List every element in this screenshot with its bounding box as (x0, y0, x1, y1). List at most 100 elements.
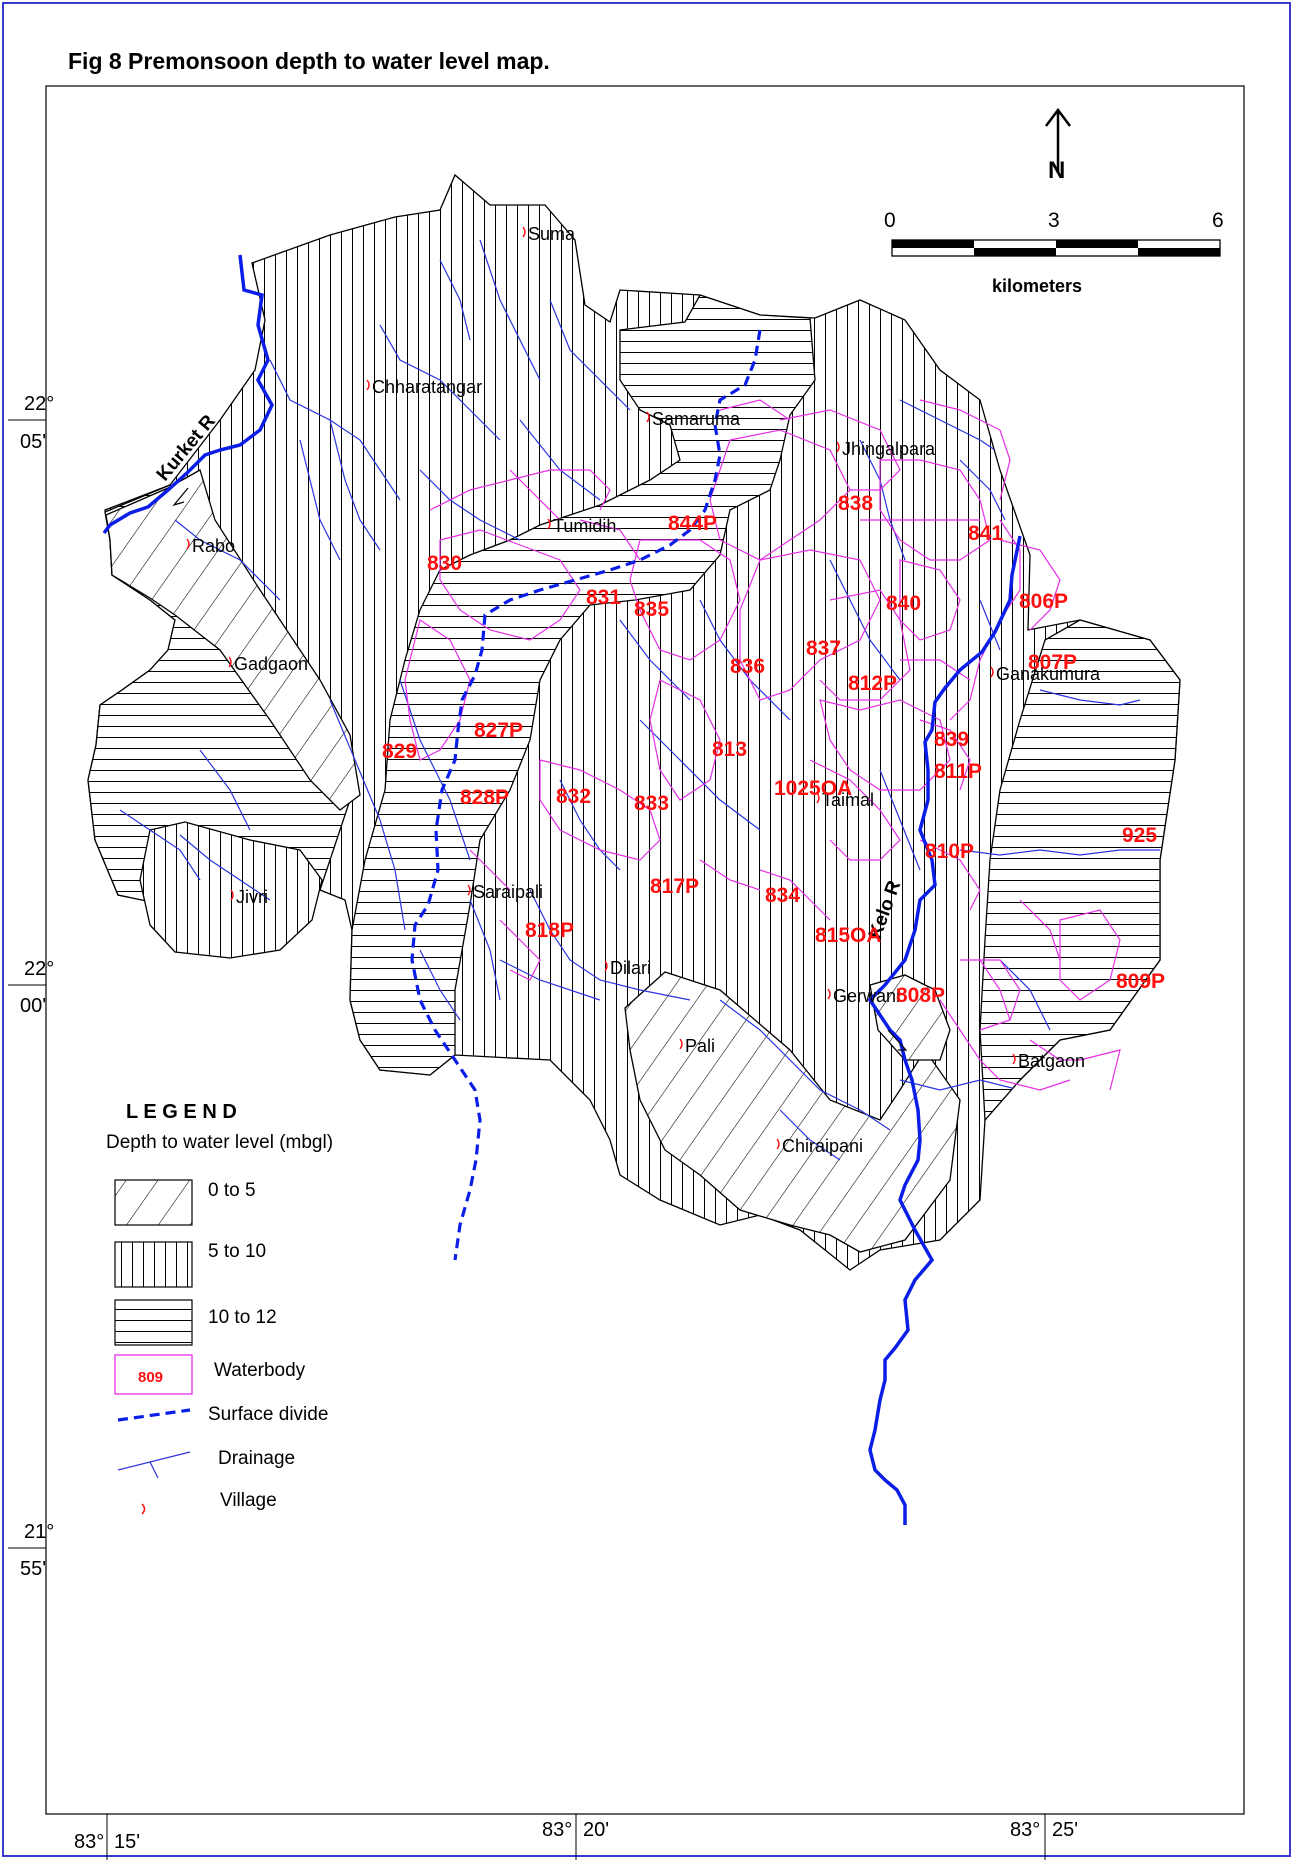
legend: L E G E N D Depth to water level (mbgl) … (106, 1101, 333, 1515)
flow-arrow (887, 1029, 908, 1051)
waterbody-label: 806P (1019, 590, 1068, 613)
north-arrow: N (1045, 107, 1071, 184)
legend-label-drainage: Drainage (218, 1448, 295, 1469)
waterbody-label: 807P (1028, 651, 1077, 674)
village-label: Gerwani (833, 986, 900, 1006)
legend-label-0-to-5: 0 to 5 (208, 1180, 256, 1201)
lat-22-05-min: 05' (20, 431, 46, 453)
legend-label-village: Village (220, 1490, 277, 1511)
waterbody-label: 811P (934, 760, 982, 783)
waterbody-label: 809P (1116, 970, 1165, 993)
village-label: Chharatangar (372, 377, 482, 397)
legend-waterbody-sample: 809 (138, 1369, 163, 1386)
waterbody-label: 832 (556, 785, 591, 808)
village-marker-icon (836, 441, 840, 453)
village-markers (186, 226, 1016, 1150)
village-label: Ganakumura (996, 664, 1101, 684)
zone-0-to-5-gerwani (869, 974, 951, 1061)
village-marker-icon (816, 792, 820, 804)
kurket-river (102, 254, 274, 535)
lon-83-20-deg: 83° (542, 1819, 572, 1841)
waterbody-label: 817P (650, 875, 699, 898)
legend-label-10-to-12: 10 to 12 (208, 1307, 277, 1328)
waterbody-label: 837 (806, 637, 841, 660)
lon-83-15-deg: 83° (74, 1831, 104, 1853)
lat-22-00-deg: 22° (24, 958, 54, 980)
waterbody-label: 818P (525, 919, 574, 942)
surface-divide (410, 329, 762, 1261)
waterbody-label: 838 (838, 492, 873, 515)
drainage-network (119, 239, 1160, 1161)
village-label: Suma (528, 224, 576, 244)
waterbody-label: 830 (427, 552, 462, 575)
waterbody-label: 836 (730, 655, 765, 678)
legend-label-surface-divide: Surface divide (208, 1404, 328, 1425)
waterbody-label: 839 (934, 728, 969, 751)
lat-21-55-min: 55' (20, 1558, 46, 1580)
zone-10-to-12-east (979, 619, 1181, 1122)
waterbody-labels: 838 841 844P 830 831 835 840 806P 837 83… (382, 492, 1165, 1007)
village-marker-icon (522, 226, 526, 238)
scale-bar: 0 3 6 kilometers (884, 209, 1224, 296)
waterbody-label: 833 (634, 792, 669, 815)
longitude-ticks (106, 1814, 1046, 1860)
zone-10-to-12-central (349, 294, 816, 1076)
village-marker-icon (547, 518, 551, 530)
waterbody-label: 810P (925, 840, 974, 863)
legend-title: L E G E N D (126, 1101, 237, 1123)
legend-swatch-surface-divide (117, 1408, 191, 1422)
basin-zones (87, 173, 1181, 1271)
north-arrow-label: N (1048, 157, 1065, 184)
village-marker-icon (827, 988, 831, 1000)
legend-label-5-to-10: 5 to 10 (208, 1241, 266, 1262)
scale-tick-3: 3 (1048, 209, 1060, 232)
village-label: Saraipali (473, 882, 543, 902)
waterbody-outlines (404, 399, 1121, 1091)
village-marker-icon (467, 884, 471, 896)
waterbody-label: 813 (712, 738, 747, 761)
legend-swatch-10-to-12 (114, 1299, 193, 1346)
legend-swatch-drainage (117, 1451, 191, 1479)
scale-unit: kilometers (992, 276, 1082, 296)
village-label: Pali (685, 1036, 715, 1056)
waterbody-label: 835 (634, 598, 669, 621)
lat-21-55-deg: 21° (24, 1521, 54, 1543)
lat-22-00-min: 00' (20, 995, 46, 1017)
village-marker-icon (228, 656, 232, 668)
legend-swatch-waterbody (114, 1354, 193, 1395)
village-marker-icon (230, 889, 234, 901)
village-label: Chiraipani (782, 1136, 863, 1156)
zone-0-to-5-pali (624, 971, 961, 1253)
waterbody-label: 841 (968, 522, 1003, 545)
flow-arrow (172, 487, 189, 507)
waterbody-label: 834 (765, 884, 800, 907)
lon-83-25-deg: 83° (1010, 1819, 1040, 1841)
village-label: Samaruma (652, 409, 741, 429)
waterbody-label: 831 (586, 586, 621, 609)
village-label: Tumidih (553, 516, 616, 536)
village-label: Jhingalpara (842, 439, 936, 459)
lon-83-15-min: 15' (114, 1831, 140, 1853)
waterbody-label: 827P (474, 719, 523, 742)
village-marker-icon (679, 1038, 683, 1050)
scale-tick-0: 0 (884, 209, 896, 232)
village-label: Jivri (236, 887, 268, 907)
legend-swatch-0-to-5 (114, 1179, 193, 1226)
village-marker-icon (366, 379, 370, 391)
legend-village-marker-icon (141, 1503, 146, 1515)
map-title: Fig 8 Premonsoon depth to water level ma… (68, 48, 550, 74)
map-border (45, 85, 1245, 1815)
waterbody-label: 812P (848, 672, 897, 695)
waterbody-label: 840 (886, 592, 921, 615)
village-label: Rabo (192, 536, 235, 556)
village-marker-icon (990, 666, 994, 678)
waterbody-label: 808P (896, 984, 945, 1007)
waterbody-label: 925 (1122, 824, 1157, 847)
legend-subtitle: Depth to water level (mbgl) (106, 1132, 333, 1153)
village-marker-icon (646, 411, 650, 423)
legend-swatch-5-to-10 (114, 1241, 193, 1288)
waterbody-label: 828P (460, 786, 509, 809)
village-label: Dilari (610, 958, 651, 978)
lat-22-05-deg: 22° (24, 393, 54, 415)
